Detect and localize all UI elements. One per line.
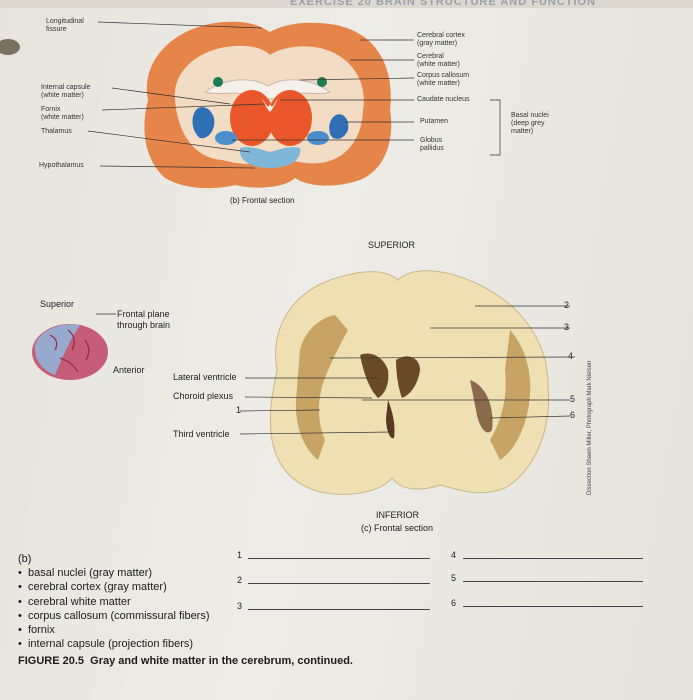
lateral-ventricle-left xyxy=(360,353,389,398)
photo-number-5: 5 xyxy=(570,394,576,404)
label-anterior: Anterior xyxy=(113,365,145,375)
label-basal-nuclei: Basal nuclei (deep grey matter) xyxy=(511,112,549,135)
answer-blank-2[interactable] xyxy=(248,583,430,584)
label-cerebral-white-matter: Cerebral (white matter) xyxy=(417,53,460,68)
word-bank-item: • basal nuclei (gray matter) xyxy=(18,567,153,580)
photo-number-4: 4 xyxy=(568,351,574,361)
answer-blank-6[interactable] xyxy=(463,606,643,607)
right-leader-lines xyxy=(232,39,501,156)
fornix-shape xyxy=(262,98,278,112)
blank-number-2: 2 xyxy=(237,575,243,585)
label-thalamus: Thalamus xyxy=(41,128,72,135)
label-globus-pallidus: Globus pallidus xyxy=(420,137,444,152)
right-caudate-shape xyxy=(268,90,312,146)
word-bank-heading: (b) xyxy=(18,553,32,565)
label-choroid-plexus: Choroid plexus xyxy=(173,391,234,401)
word-bank-item: • internal capsule (projection fibers) xyxy=(18,638,194,651)
answer-blank-3[interactable] xyxy=(248,609,430,610)
orientation-brain-icon xyxy=(32,313,116,380)
answer-blank-4[interactable] xyxy=(463,558,643,559)
blank-number-5: 5 xyxy=(451,573,457,583)
left-cortex-folds xyxy=(295,315,348,460)
left-leader-lines xyxy=(87,21,266,169)
label-hypothalamus: Hypothalamus xyxy=(39,162,84,169)
photo-number-6: 6 xyxy=(570,410,576,420)
blank-number-1: 1 xyxy=(237,550,243,560)
photo-credit: Dissection Shawn Miller, Photograph Mark… xyxy=(587,360,593,495)
label-third-ventricle: Third ventricle xyxy=(173,429,230,439)
blank-number-3: 3 xyxy=(237,601,243,611)
label-superior-top: SUPERIOR xyxy=(368,240,416,250)
photo-number-2: 2 xyxy=(564,300,570,310)
caption-c: (c) Frontal section xyxy=(361,523,434,533)
blank-number-6: 6 xyxy=(451,598,457,608)
label-corpus-callosum: Corpus callosum (white matter) xyxy=(417,72,470,87)
caption-b: (b) Frontal section xyxy=(230,196,295,205)
label-lateral-ventricle: Lateral ventricle xyxy=(173,372,237,382)
word-bank-item: • corpus callosum (commissural fibers) xyxy=(18,609,210,622)
label-frontal-plane: Frontal plane through brain xyxy=(117,309,171,330)
thalamus-shape xyxy=(239,147,301,168)
photo-number-3: 3 xyxy=(564,322,570,332)
blank-number-4: 4 xyxy=(451,550,457,560)
answer-blank-5[interactable] xyxy=(463,581,643,582)
third-ventricle-photo xyxy=(386,400,395,439)
word-bank-item: • fornix xyxy=(18,624,55,637)
globus-pallidus-right-shape xyxy=(307,131,329,145)
label-fornix: Fornix (white matter) xyxy=(41,106,84,121)
insula-region xyxy=(470,380,493,433)
label-longitudinal-fissure: Longitudinal fissure xyxy=(46,18,84,33)
ventricle-dot-right xyxy=(317,77,327,87)
word-bank-item: • cerebral white matter xyxy=(18,595,131,608)
label-superior-icon: Superior xyxy=(40,299,75,309)
globus-pallidus-shape xyxy=(215,131,237,145)
photo-number-1: 1 xyxy=(236,405,242,415)
label-inferior: INFERIOR xyxy=(376,510,420,520)
frontal-section-photo xyxy=(269,270,550,495)
label-caudate-nucleus: Caudate nucleus xyxy=(417,96,470,103)
lateral-ventricle-right xyxy=(396,356,420,398)
right-cortex-folds xyxy=(490,330,531,460)
running-header: EXERCISE 20 BRAIN STRUCTURE AND FUNCTION xyxy=(290,0,597,8)
answer-blank-1[interactable] xyxy=(248,558,430,559)
binder-clip-graphic xyxy=(0,39,20,55)
right-putamen-shape xyxy=(329,114,349,139)
word-bank: (b) • basal nuclei (gray matter) • cereb… xyxy=(18,552,210,651)
figure-caption: FIGURE 20.5 Gray and white matter in the… xyxy=(18,655,353,667)
left-putamen-shape xyxy=(192,107,215,139)
label-internal-capsule: Internal capsule (white matter) xyxy=(41,84,91,99)
frontal-section-drawing xyxy=(144,21,392,189)
ventricle-dot-left xyxy=(213,77,223,87)
photo-leader-lines xyxy=(239,305,576,435)
word-bank-item: • cerebral cortex (gray matter) xyxy=(18,581,167,594)
label-putamen: Putamen xyxy=(420,118,449,125)
header-strip xyxy=(0,0,693,8)
label-cerebral-cortex: Cerebral cortex (gray matter) xyxy=(417,32,465,47)
